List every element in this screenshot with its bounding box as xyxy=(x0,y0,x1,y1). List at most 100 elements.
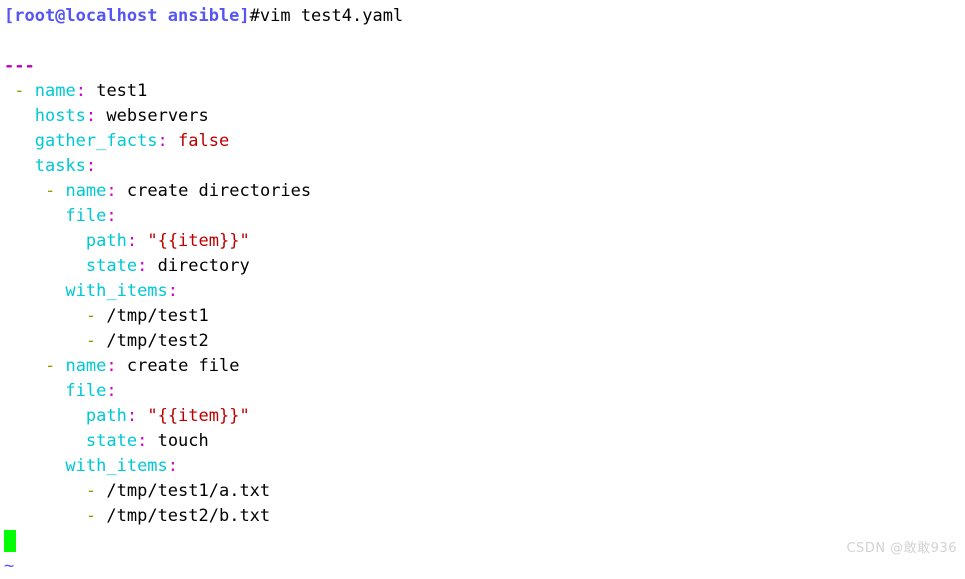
vim-cursor-line xyxy=(4,529,965,554)
space xyxy=(86,81,96,101)
yaml-value: webservers xyxy=(106,106,209,126)
indent xyxy=(4,306,86,326)
code-line[interactable]: path: "{{item}}" xyxy=(4,404,965,429)
indent xyxy=(4,256,86,276)
yaml-key: file xyxy=(65,206,107,226)
sequence-dash: - xyxy=(85,306,97,326)
indent xyxy=(4,106,35,126)
code-line[interactable]: path: "{{item}}" xyxy=(4,229,965,254)
yaml-key: name xyxy=(65,356,107,376)
indent xyxy=(4,331,86,351)
yaml-key: with_items xyxy=(65,281,168,301)
yaml-key: path xyxy=(85,231,127,251)
space xyxy=(96,331,106,351)
space xyxy=(55,181,65,201)
yaml-key: state xyxy=(85,256,138,276)
yaml-key: tasks xyxy=(34,156,86,176)
space xyxy=(137,406,147,426)
yaml-value: create file xyxy=(126,356,240,376)
yaml-colon: : xyxy=(75,81,86,101)
code-line[interactable]: with_items: xyxy=(4,454,965,479)
space xyxy=(117,181,127,201)
shell-command: #vim test4.yaml xyxy=(249,6,404,26)
yaml-colon: : xyxy=(137,431,148,451)
space xyxy=(137,231,147,251)
yaml-key: name xyxy=(34,81,76,101)
watermark: CSDN @敢敢936 xyxy=(846,541,957,556)
sequence-dash: - xyxy=(85,506,97,526)
space xyxy=(117,356,127,376)
yaml-colon: : xyxy=(106,381,117,401)
space xyxy=(168,131,178,151)
code-line[interactable]: file: xyxy=(4,204,965,229)
yaml-colon: : xyxy=(157,131,168,151)
tilde-icon: ~ xyxy=(4,556,15,576)
code-line[interactable]: - /tmp/test2/b.txt xyxy=(4,504,965,529)
indent xyxy=(4,231,86,251)
sequence-dash: - xyxy=(85,331,97,351)
indent xyxy=(4,181,45,201)
indent xyxy=(4,456,65,476)
yaml-value: touch xyxy=(157,431,209,451)
code-line[interactable]: with_items: xyxy=(4,279,965,304)
yaml-key: gather_facts xyxy=(34,131,158,151)
code-line[interactable]: hosts: webservers xyxy=(4,104,965,129)
yaml-value: /tmp/test2 xyxy=(106,331,209,351)
code-line[interactable]: - /tmp/test1 xyxy=(4,304,965,329)
code-line[interactable]: gather_facts: false xyxy=(4,129,965,154)
indent xyxy=(4,406,86,426)
code-line[interactable]: file: xyxy=(4,379,965,404)
yaml-value: false xyxy=(178,131,230,151)
yaml-value: "{{item}}" xyxy=(147,406,250,426)
shell-prompt-line: [root@localhost ansible]#vim test4.yaml xyxy=(4,4,965,29)
code-line[interactable]: state: touch xyxy=(4,429,965,454)
space xyxy=(96,481,106,501)
yaml-colon: : xyxy=(126,231,138,251)
space xyxy=(25,81,35,101)
yaml-value: directory xyxy=(157,256,250,276)
blank-line xyxy=(4,29,965,54)
shell-prompt: [root@localhost ansible] xyxy=(4,6,250,26)
space xyxy=(96,506,106,526)
yaml-key: path xyxy=(85,406,127,426)
indent xyxy=(4,206,65,226)
indent xyxy=(4,381,65,401)
space xyxy=(147,431,157,451)
space xyxy=(96,106,106,126)
sequence-dash: - xyxy=(14,81,25,101)
yaml-value: create directories xyxy=(126,181,312,201)
yaml-colon: : xyxy=(137,256,148,276)
yaml-colon: : xyxy=(85,156,97,176)
code-line[interactable]: - name: test1 xyxy=(4,79,965,104)
vim-editor-buffer[interactable]: --- - name: test1 hosts: webservers gath… xyxy=(4,54,965,529)
text-cursor[interactable] xyxy=(4,530,16,552)
yaml-colon: : xyxy=(106,181,117,201)
code-line[interactable]: - /tmp/test2 xyxy=(4,329,965,354)
code-line[interactable]: tasks: xyxy=(4,154,965,179)
code-line[interactable]: --- xyxy=(4,54,965,79)
code-line[interactable]: - name: create file xyxy=(4,354,965,379)
indent xyxy=(4,431,86,451)
indent xyxy=(4,281,65,301)
vim-empty-line-marker: ~ xyxy=(4,554,965,579)
yaml-value: /tmp/test1 xyxy=(106,306,209,326)
space xyxy=(96,306,106,326)
indent xyxy=(4,356,45,376)
indent xyxy=(4,506,86,526)
sequence-dash: - xyxy=(44,356,56,376)
yaml-colon: : xyxy=(106,206,117,226)
yaml-value: test1 xyxy=(96,81,148,101)
yaml-colon: : xyxy=(167,456,179,476)
document-start-marker: --- xyxy=(4,56,35,76)
code-line[interactable]: state: directory xyxy=(4,254,965,279)
yaml-key: hosts xyxy=(34,106,86,126)
space xyxy=(55,356,65,376)
code-line[interactable]: - /tmp/test1/a.txt xyxy=(4,479,965,504)
yaml-colon: : xyxy=(85,106,97,126)
yaml-colon: : xyxy=(106,356,117,376)
yaml-colon: : xyxy=(167,281,179,301)
code-line[interactable]: - name: create directories xyxy=(4,179,965,204)
space xyxy=(147,256,157,276)
yaml-colon: : xyxy=(126,406,138,426)
yaml-key: state xyxy=(85,431,138,451)
